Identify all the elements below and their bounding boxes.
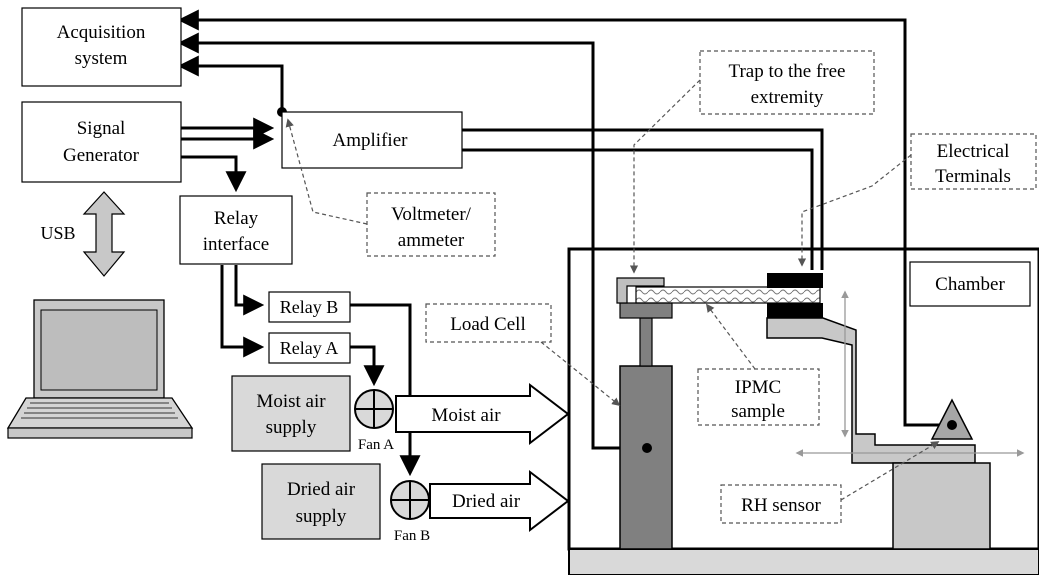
trap-leader (629, 79, 701, 274)
load-cell-label: Load Cell (450, 314, 525, 335)
fan-a-icon (354, 389, 394, 429)
trap-label-line1: Trap to the free (729, 61, 846, 82)
electrical-terminals-label-line2: Terminals (935, 166, 1011, 187)
amplifier-box (281, 111, 463, 169)
load-cell-post (639, 317, 653, 367)
signal-generator-label-line1: Signal (77, 118, 126, 139)
terminal-bottom (767, 303, 823, 318)
relay-interface-box (179, 195, 293, 265)
ipmc-label-line2: sample (731, 401, 785, 422)
moist-supply-label-line1: Moist air (256, 391, 326, 412)
fan-b-icon (390, 480, 430, 520)
load-cell-node (642, 443, 652, 453)
chamber-label-box (909, 261, 1031, 307)
voltmeter-label-line1: Voltmeter/ (391, 204, 472, 225)
relay-interface-label-line1: Relay (214, 208, 259, 229)
dried-air-supply-box (261, 463, 381, 540)
acquisition-label-line2: system (75, 48, 128, 69)
ipmc-sample-icon (635, 286, 821, 304)
electrical-terminals-label-line1: Electrical (937, 141, 1010, 162)
load-cell-leader (540, 341, 621, 407)
chamber-base (568, 548, 1039, 576)
usb-label: USB (40, 223, 75, 243)
dried-air-flow-label: Dried air (452, 491, 521, 512)
dried-supply-label-line1: Dried air (287, 479, 356, 500)
signal-generator-label-line2: Generator (63, 145, 140, 166)
dried-air-flow-arrow (429, 469, 570, 533)
acquisition-label-line1: Acquisition (57, 22, 146, 43)
laptop-icon (6, 299, 194, 439)
trap-callout-box (699, 50, 875, 115)
ipmc-label-line1: IPMC (735, 377, 781, 398)
trap-clip (616, 277, 665, 304)
load-cell-cap (619, 302, 673, 319)
relay-interface-label-line2: interface (203, 234, 269, 255)
electrical-terminals-callout-box (910, 133, 1037, 190)
rh-sensor-leader (840, 441, 940, 501)
rh-sensor-callout-box (720, 484, 842, 524)
relay-b-box (268, 291, 351, 323)
ipmc-callout-box (697, 368, 820, 426)
dried-supply-label-line2: supply (296, 506, 347, 527)
relay-a-box (268, 332, 351, 364)
load-cell-body (619, 365, 673, 550)
ipmc-leader (705, 303, 756, 370)
moist-supply-label-line2: supply (266, 417, 317, 438)
moist-air-flow-arrow (395, 382, 570, 446)
fan-a-label: Fan A (358, 437, 394, 453)
voltmeter-label-line2: ammeter (398, 230, 465, 251)
relay-b-label: Relay B (280, 297, 339, 317)
amplifier-label: Amplifier (333, 130, 409, 151)
stage-arm (766, 317, 976, 464)
rh-sensor-icon (930, 398, 974, 440)
terminal-top (767, 273, 823, 288)
load-cell-callout-box (425, 303, 552, 343)
moist-air-supply-box (231, 375, 351, 452)
relay-a-label: Relay A (280, 338, 339, 358)
usb-double-arrow-icon (82, 191, 126, 277)
stage-block (892, 462, 991, 550)
fan-b-label: Fan B (394, 528, 430, 544)
moist-air-flow-label: Moist air (431, 405, 501, 426)
rh-sensor-label: RH sensor (741, 495, 821, 516)
chamber-label: Chamber (935, 274, 1005, 295)
rh-sensor-node (947, 420, 957, 430)
voltmeter-callout-box (366, 192, 496, 257)
trap-label-line2: extremity (751, 87, 824, 108)
acquisition-system-box (21, 7, 182, 87)
signal-generator-box (21, 101, 182, 183)
electrical-terminals-leader (797, 154, 912, 267)
